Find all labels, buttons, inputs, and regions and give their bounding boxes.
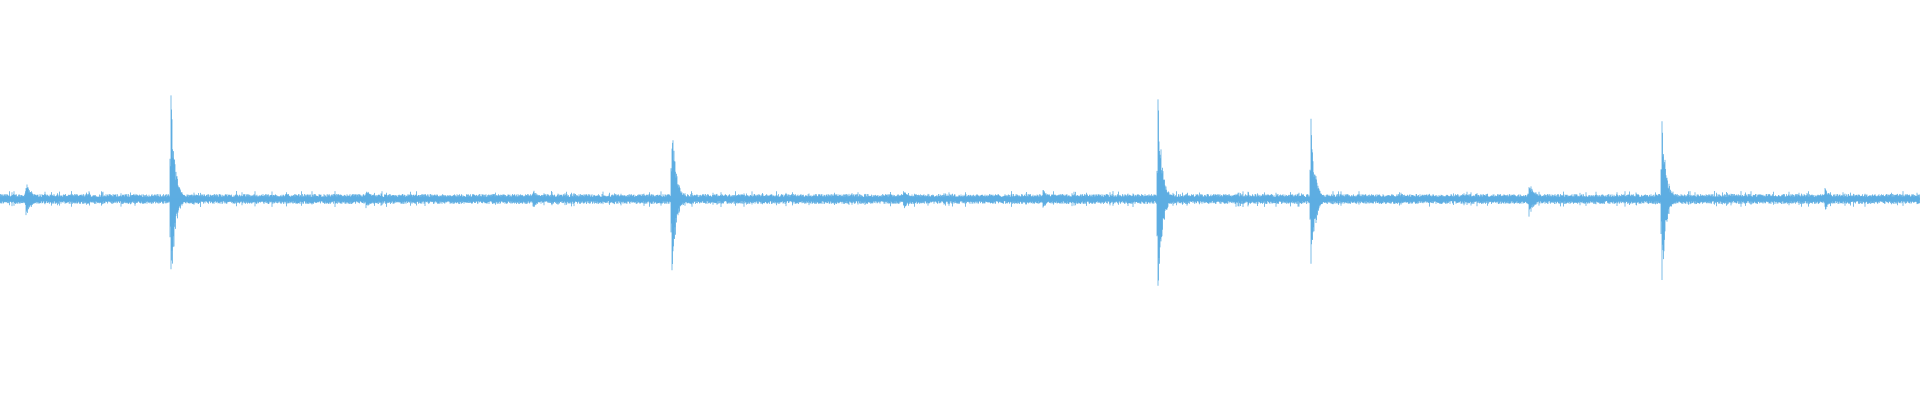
waveform-samples [0, 95, 1920, 286]
waveform-path [0, 95, 1920, 286]
